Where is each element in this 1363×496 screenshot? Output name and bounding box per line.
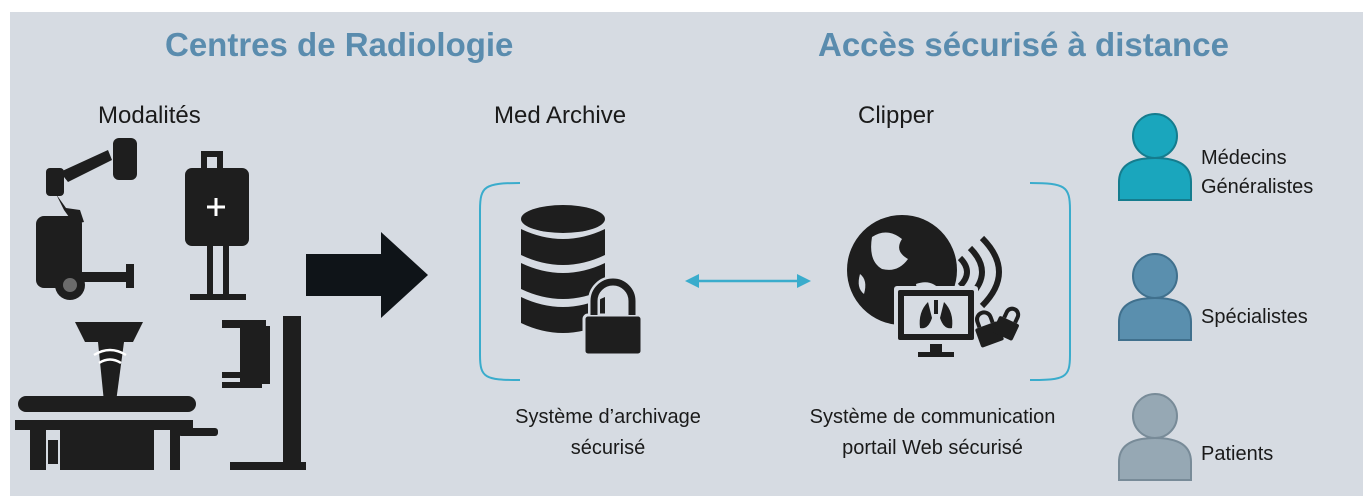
big-arrow-icon [306, 232, 428, 318]
ct-scanner-icon [15, 322, 218, 470]
label-modalities: Modalités [98, 102, 201, 129]
caption-clipper: Système de communication portail Web séc… [755, 402, 1110, 464]
caption-archive-line1: Système d’archivage [515, 406, 701, 428]
user-label-generalists-line1: Médecins [1201, 147, 1287, 169]
system-brackets [479, 182, 1071, 381]
caption-archive-line2: sécurisé [570, 437, 646, 459]
label-med-archive: Med Archive [494, 102, 627, 129]
user-icon-generalists [1118, 113, 1192, 201]
database-lock-icon [521, 205, 644, 357]
caption-archive: Système d’archivage sécurisé [468, 402, 748, 464]
user-icon-specialists [1118, 253, 1192, 341]
user-icon-patients [1118, 393, 1192, 481]
bucky-stand-icon [222, 316, 306, 470]
c-arm-xray-icon [36, 138, 137, 300]
label-clipper: Clipper [858, 102, 935, 129]
user-label-generalists-line2: Généralistes [1201, 176, 1314, 198]
user-label-specialists: Spécialistes [1201, 306, 1308, 328]
user-label-patients: Patients [1201, 443, 1274, 465]
web-portal-globe-icon [847, 215, 1021, 357]
standing-xray-icon [185, 151, 249, 300]
caption-clipper-line1: Système de communication [809, 406, 1056, 428]
heading-remote-access: Accès sécurisé à distance [818, 26, 1229, 63]
caption-clipper-line2: portail Web sécurisé [842, 437, 1023, 459]
bidirectional-arrow-icon [685, 274, 811, 288]
user-label-generalists: Médecins Généralistes [1201, 144, 1313, 202]
heading-radiology-centers: Centres de Radiologie [165, 26, 514, 63]
